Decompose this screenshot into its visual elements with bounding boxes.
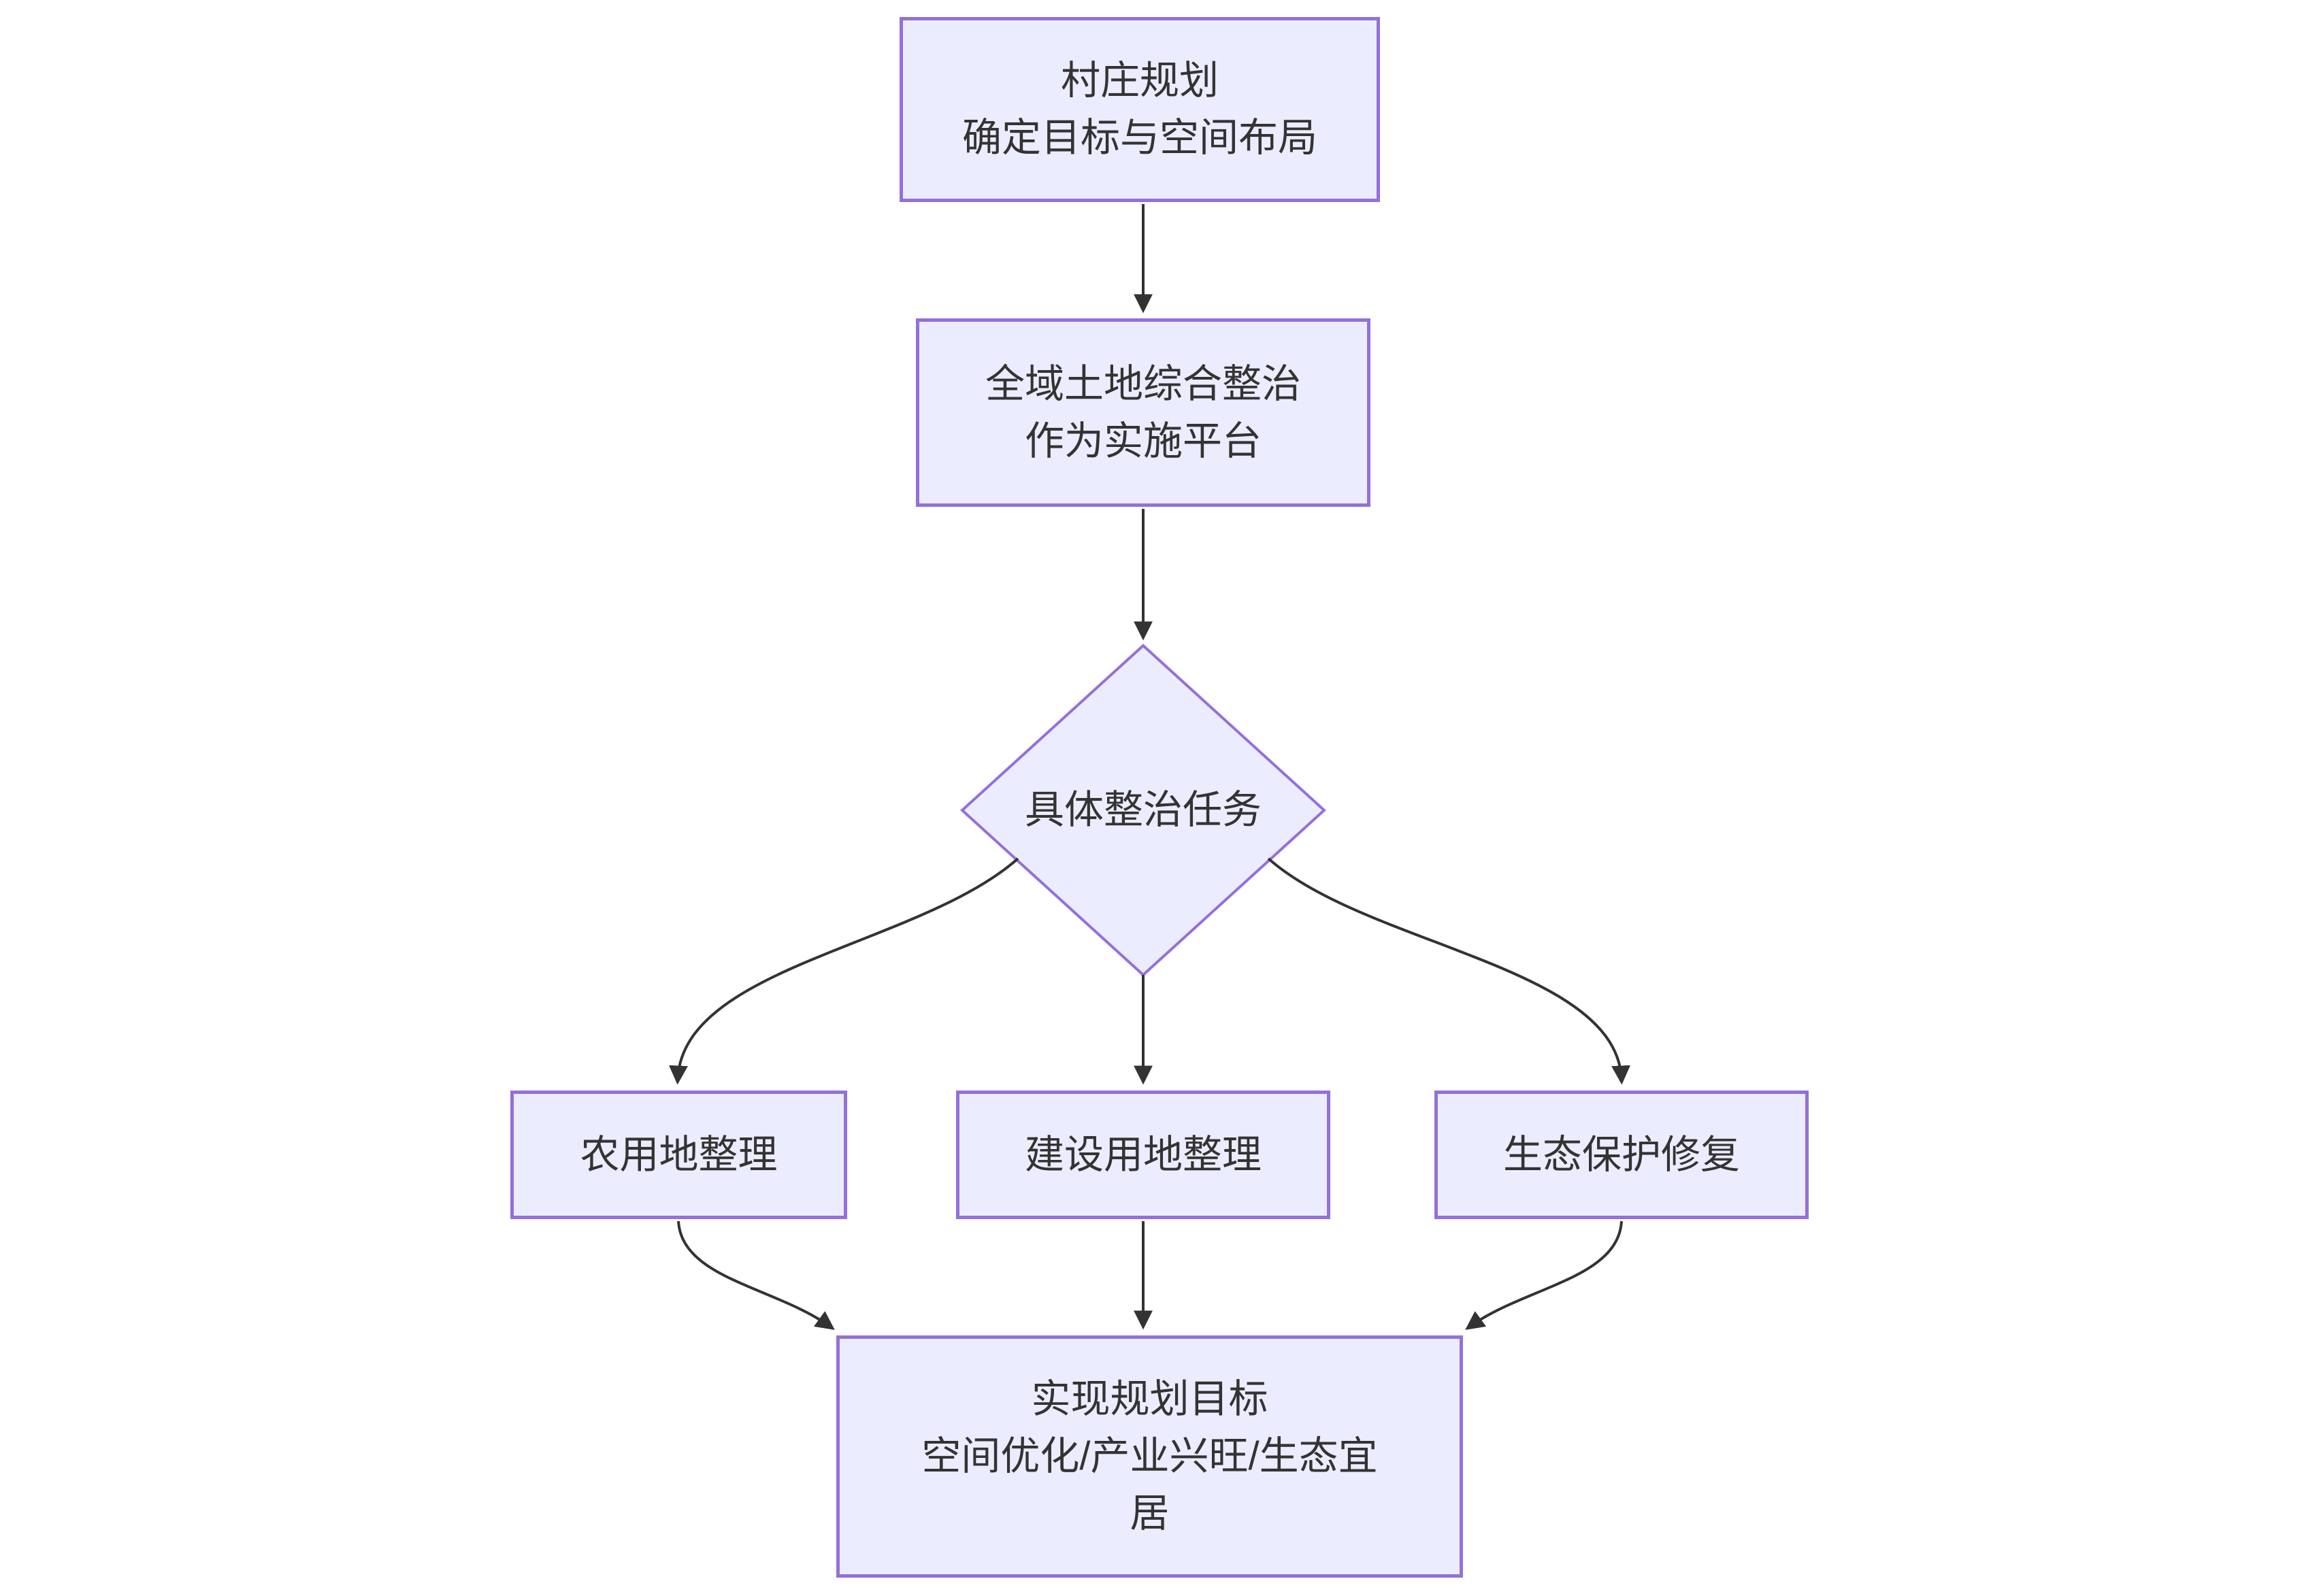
node-label-line: 村庄规划 [1060, 59, 1219, 103]
node-farmland: 农用地整理 [510, 1091, 847, 1219]
node-label-line: 具体整治任务 [1024, 788, 1262, 832]
node-construction: 建设用地整理 [956, 1091, 1330, 1219]
node-label-line: 实现规划目标 [1031, 1377, 1268, 1421]
node-platform: 全域土地综合整治 作为实施平台 [916, 318, 1370, 507]
node-tasks-label: 具体整治任务 [973, 782, 1313, 839]
edge-tasks-to-farmland [669, 857, 1019, 1085]
node-label-line: 空间优化/产业兴旺/生态宜 [921, 1434, 1378, 1478]
node-label-line: 农用地整理 [580, 1132, 778, 1177]
node-village-plan: 村庄规划 确定目标与空间布局 [900, 17, 1380, 202]
edge-farmland-to-goal [677, 1220, 835, 1330]
node-label-line: 确定目标与空间布局 [961, 116, 1317, 160]
edge-tasks-to-ecology [1267, 857, 1630, 1085]
node-ecology: 生态保护修复 [1434, 1091, 1809, 1219]
node-label-line: 生态保护修复 [1502, 1132, 1740, 1177]
edge-ecology-to-goal [1465, 1220, 1623, 1330]
node-label-line: 全域土地综合整治 [985, 361, 1301, 406]
node-label-line: 作为实施平台 [1024, 418, 1262, 463]
node-label-line: 居 [1130, 1491, 1170, 1535]
node-label-line: 建设用地整理 [1024, 1132, 1262, 1177]
node-goal: 实现规划目标 空间优化/产业兴旺/生态宜 居 [836, 1335, 1463, 1578]
